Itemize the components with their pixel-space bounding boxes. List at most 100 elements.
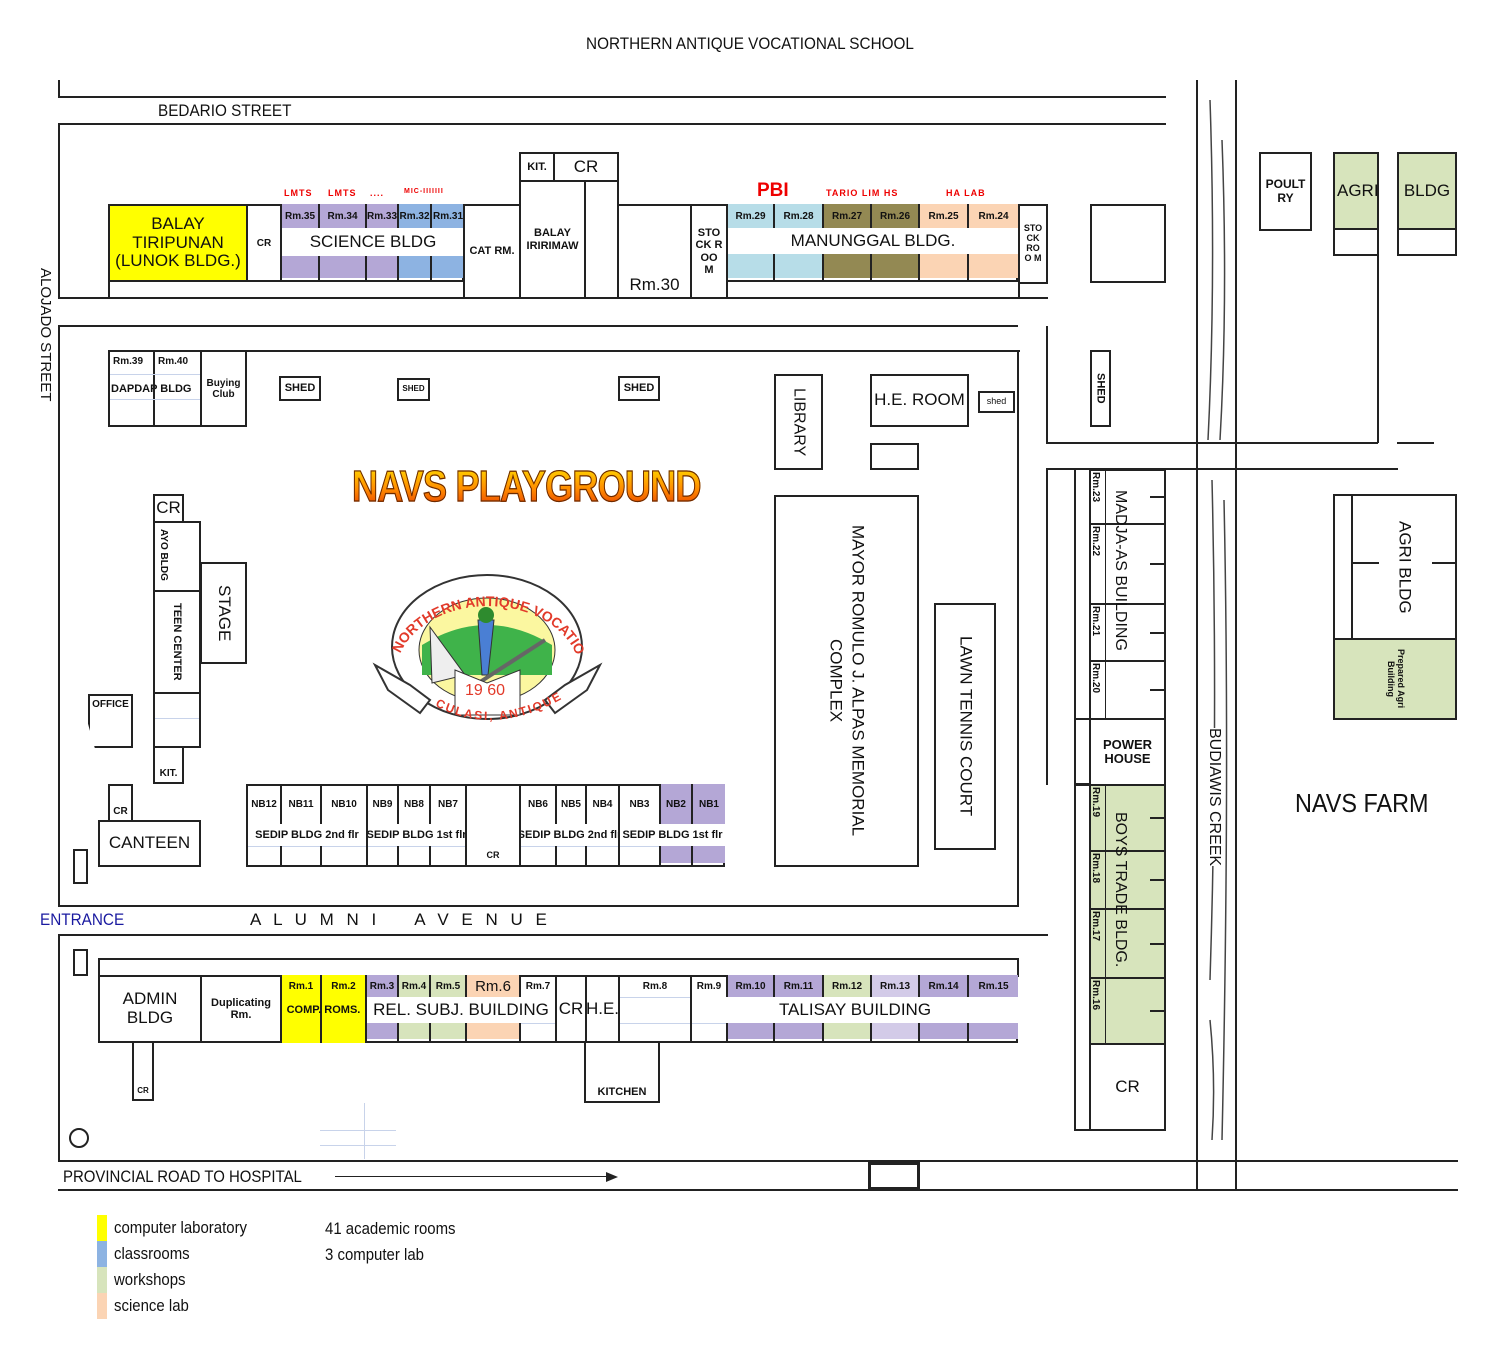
room-fill — [282, 1023, 320, 1039]
room-rm2[interactable]: Rm.2 — [320, 975, 365, 1043]
building-agri-bldg-top[interactable]: BLDG — [1397, 152, 1457, 230]
room-cell[interactable]: CR — [555, 975, 587, 1043]
building-cr-kit[interactable]: CR — [553, 152, 619, 182]
room-rm35[interactable]: Rm.35 — [280, 204, 318, 282]
shed-1[interactable]: SHED — [279, 376, 321, 401]
direction-arrow — [335, 1176, 610, 1177]
room-label: Rm.15 — [969, 975, 1018, 997]
bridge — [868, 1162, 920, 1190]
room-nb3[interactable]: NB3 — [618, 784, 659, 867]
building-unlabeled[interactable] — [1090, 204, 1166, 283]
building-kit-left[interactable]: KIT. — [153, 746, 184, 784]
room-rm5[interactable]: Rm.5 — [429, 975, 465, 1043]
boundary-line — [58, 123, 60, 299]
room-rm3[interactable]: Rm.3 — [365, 975, 397, 1043]
room-label: Rm.25 — [920, 204, 967, 228]
building-he-room[interactable]: H.E. ROOM — [870, 374, 969, 427]
building-madjaas-label: MADJA-AS BUILDING — [1112, 490, 1129, 651]
building-cr-top[interactable]: CR — [246, 204, 282, 282]
room-divider — [1353, 562, 1379, 564]
boundary-line — [246, 350, 1020, 352]
room-cell[interactable]: CR — [465, 784, 521, 867]
room-label: Rm.2 — [322, 975, 365, 997]
room-label: NB1 — [693, 784, 725, 824]
legend-swatch — [97, 1293, 107, 1319]
room-label: Rm.19 — [1090, 787, 1101, 818]
creek-water — [1207, 99, 1228, 1141]
building-library[interactable]: LIBRARY — [774, 374, 823, 470]
room-divider — [1150, 689, 1166, 691]
room-rm1[interactable]: Rm.1 — [280, 975, 320, 1043]
room-nb9[interactable]: NB9 — [366, 784, 397, 867]
building-poultry[interactable]: POULT RY — [1259, 152, 1312, 231]
building-cr-admin[interactable]: CR — [132, 1041, 154, 1101]
room-rm28[interactable]: Rm.28 — [773, 204, 822, 282]
stage[interactable]: STAGE — [200, 562, 247, 664]
grid-line — [431, 846, 465, 847]
room-divider — [1105, 469, 1106, 523]
building-cr-ayo[interactable]: CR — [153, 494, 184, 523]
shed-2[interactable]: SHED — [397, 378, 430, 401]
building-stockroom-right[interactable]: STO CK ROO M — [1018, 204, 1048, 284]
road-line — [58, 96, 1166, 98]
room-label: NB5 — [560, 798, 581, 810]
building-prepared-agri[interactable]: Prepared Agri Building — [1333, 638, 1457, 720]
building-balay-tiripunan[interactable]: BALAY TIRIPUNAN (LUNOK BLDG.) — [108, 204, 248, 282]
room-label: Rm.8 — [642, 980, 668, 992]
building-kit-top[interactable]: KIT. — [519, 152, 555, 182]
shed-small[interactable]: shed — [978, 391, 1015, 413]
room-rm30[interactable]: Rm.30 — [617, 204, 692, 299]
building-mayor-complex[interactable]: MAYOR ROMULO J. ALPAS MEMORIAL COMPLEX — [774, 495, 919, 867]
room-label: Rm.29 — [728, 204, 773, 228]
building-buying-club[interactable]: Buying Club — [200, 350, 247, 427]
room-nb12[interactable]: NB12 — [246, 784, 280, 867]
building-agri-top[interactable]: AGRI — [1333, 152, 1379, 230]
road-line — [58, 934, 1048, 936]
room-rm25[interactable]: Rm.25 — [918, 204, 967, 282]
room-cell[interactable]: ADMIN BLDG — [98, 975, 202, 1043]
room-divider — [1105, 603, 1106, 660]
building-unlabeled[interactable] — [153, 692, 201, 748]
building-kitchen[interactable]: KITCHEN — [584, 1041, 660, 1103]
building-office[interactable]: OFFICE — [88, 694, 133, 748]
room-label: Rm.18 — [1090, 853, 1101, 884]
building-ayo[interactable]: AYO BLDG — [153, 521, 201, 592]
building-madjaas[interactable] — [1089, 469, 1166, 720]
building-teen-center[interactable]: TEEN CENTER — [153, 590, 201, 694]
building-cr-right[interactable]: CR — [1089, 1043, 1166, 1131]
room-rm11[interactable]: Rm.11 — [773, 975, 822, 1043]
room-label: NB12 — [251, 798, 277, 810]
building-cr-canteen[interactable]: CR — [108, 784, 133, 822]
room-cell[interactable]: Duplicating Rm. — [200, 975, 282, 1043]
room-label: Rm.6 — [467, 975, 519, 997]
room-divider — [1150, 879, 1166, 881]
room-fill — [969, 1023, 1018, 1039]
room-rm9[interactable]: Rm.9 — [690, 975, 726, 1043]
room-note-lmts: LMTS — [328, 188, 357, 198]
room-nb6[interactable]: NB6 — [519, 784, 555, 867]
room-cell[interactable]: H.E. — [585, 975, 620, 1043]
building-canteen[interactable]: CANTEEN — [98, 820, 201, 867]
room-rm26[interactable]: Rm.26 — [870, 204, 918, 282]
building-stockroom-left[interactable]: STO CK ROO M — [690, 204, 728, 299]
room-label: NB3 — [629, 798, 650, 810]
room-fill — [367, 1023, 397, 1039]
room-rm8[interactable]: Rm.8 — [618, 975, 690, 1043]
building-cat-rm[interactable]: CAT RM. — [463, 204, 521, 299]
school-logo: NORTHERN ANTIQUE VOCATIONAL SCHOOL 19 60… — [370, 565, 603, 723]
room-rm29[interactable]: Rm.29 — [726, 204, 773, 282]
building-dapdap[interactable] — [108, 350, 202, 427]
building-power-house[interactable]: POWER HOUSE — [1089, 718, 1166, 786]
room-fill — [431, 846, 465, 863]
building-small[interactable] — [870, 443, 919, 470]
lawn-tennis-court[interactable]: LAWN TENNIS COURT — [934, 603, 996, 850]
room-rm27[interactable]: Rm.27 — [822, 204, 870, 282]
building-balay-iririmaw[interactable]: BALAY IRIRIMAW — [519, 180, 586, 299]
shed-3[interactable]: SHED — [618, 376, 660, 401]
room-rm24[interactable]: Rm.24 — [967, 204, 1018, 282]
room-fill — [872, 1023, 918, 1039]
shed-right[interactable]: SHED — [1090, 350, 1111, 427]
grid-line — [521, 1023, 555, 1024]
room-fill — [824, 254, 870, 278]
building-boys-trade[interactable] — [1089, 784, 1166, 1045]
